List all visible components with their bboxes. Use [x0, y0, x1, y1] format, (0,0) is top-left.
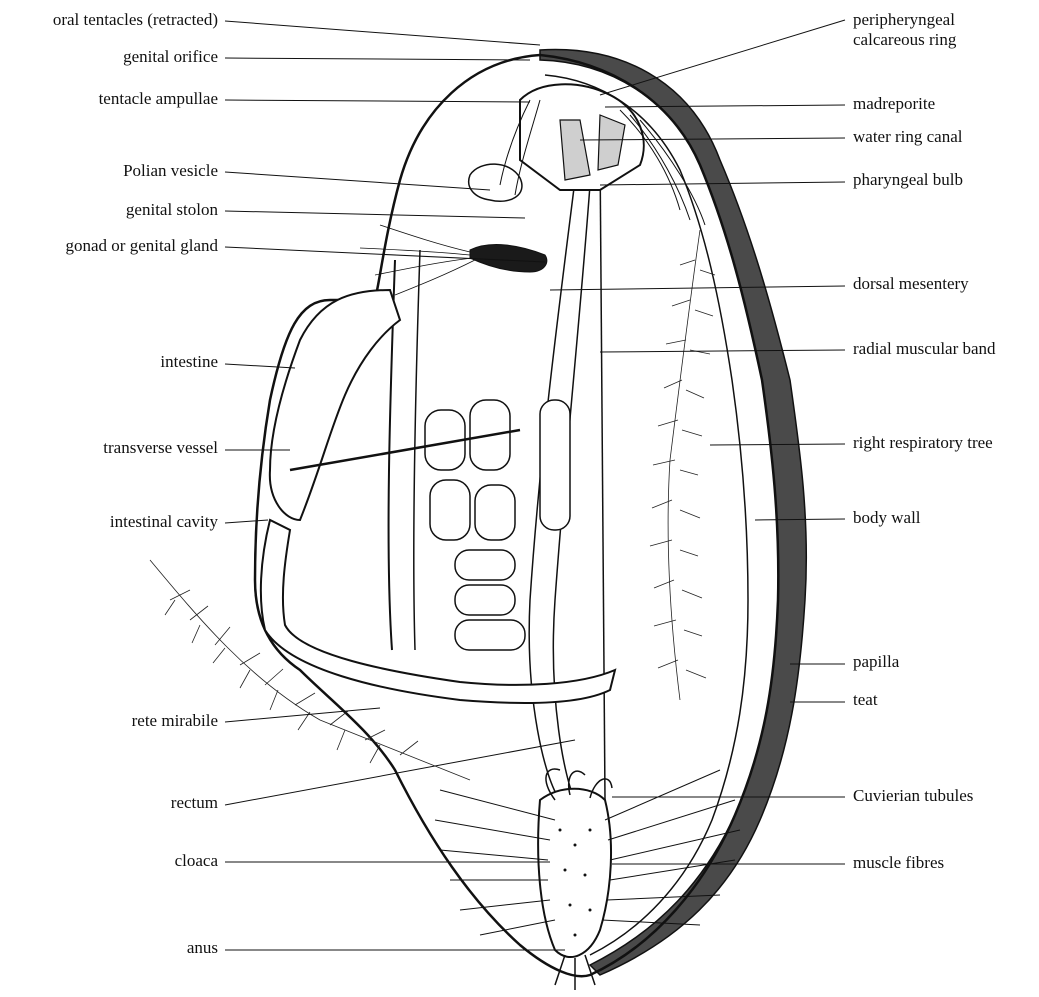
- label-intestine: intestine: [0, 352, 218, 372]
- leader-line: [225, 211, 525, 218]
- label-papilla: papilla: [853, 652, 1033, 672]
- label-peripheryngeal-ring: peripheryngeal calcareous ring: [853, 10, 1033, 50]
- label-dorsal-mesentery: dorsal mesentery: [853, 274, 1033, 294]
- label-genital-stolon: genital stolon: [0, 200, 218, 220]
- leader-line: [605, 105, 845, 107]
- gonad: [470, 245, 547, 272]
- leader-line: [600, 350, 845, 352]
- intestine-inner-loops: [425, 400, 570, 650]
- leader-line: [550, 286, 845, 290]
- leader-line: [710, 444, 845, 445]
- label-anus: anus: [0, 938, 218, 958]
- leader-line: [755, 519, 845, 520]
- label-water-ring-canal: water ring canal: [853, 127, 1033, 147]
- label-gonad: gonad or genital gland: [0, 236, 218, 256]
- label-cuvierian-tubules: Cuvierian tubules: [853, 786, 1033, 806]
- intestine-lower: [261, 520, 615, 703]
- label-polian-vesicle: Polian vesicle: [0, 161, 218, 181]
- label-tentacle-ampullae: tentacle ampullae: [0, 89, 218, 109]
- radial-muscular-band: [600, 150, 605, 800]
- label-transverse-vessel: transverse vessel: [0, 438, 218, 458]
- label-muscle-fibres: muscle fibres: [853, 853, 1033, 873]
- label-radial-muscular-band: radial muscular band: [853, 339, 1033, 359]
- label-body-wall: body wall: [853, 508, 1033, 528]
- cloaca: [538, 789, 611, 957]
- label-madreporite: madreporite: [853, 94, 1033, 114]
- right-respiratory-tree: [650, 230, 715, 700]
- label-rectum: rectum: [0, 793, 218, 813]
- label-oral-tentacles: oral tentacles (retracted): [0, 10, 218, 30]
- label-cloaca: cloaca: [0, 851, 218, 871]
- leader-line: [225, 100, 530, 102]
- label-rete-mirabile: rete mirabile: [0, 711, 218, 731]
- leader-line: [225, 740, 575, 805]
- leader-line: [225, 58, 530, 60]
- left-band-2: [414, 250, 420, 650]
- leader-line: [225, 21, 540, 45]
- leader-line: [600, 20, 845, 95]
- intestine-left: [270, 290, 400, 520]
- polian-vesicle: [469, 164, 522, 201]
- label-teat: teat: [853, 690, 1033, 710]
- leader-line: [225, 520, 268, 523]
- label-intestinal-cavity: intestinal cavity: [0, 512, 218, 532]
- rete-mirabile-tree: [150, 560, 470, 780]
- leader-line: [225, 708, 380, 722]
- leader-line: [225, 364, 295, 368]
- label-pharyngeal-bulb: pharyngeal bulb: [853, 170, 1033, 190]
- leader-line: [225, 172, 490, 190]
- label-right-respiratory-tree: right respiratory tree: [853, 433, 1033, 453]
- label-genital-orifice: genital orifice: [0, 47, 218, 67]
